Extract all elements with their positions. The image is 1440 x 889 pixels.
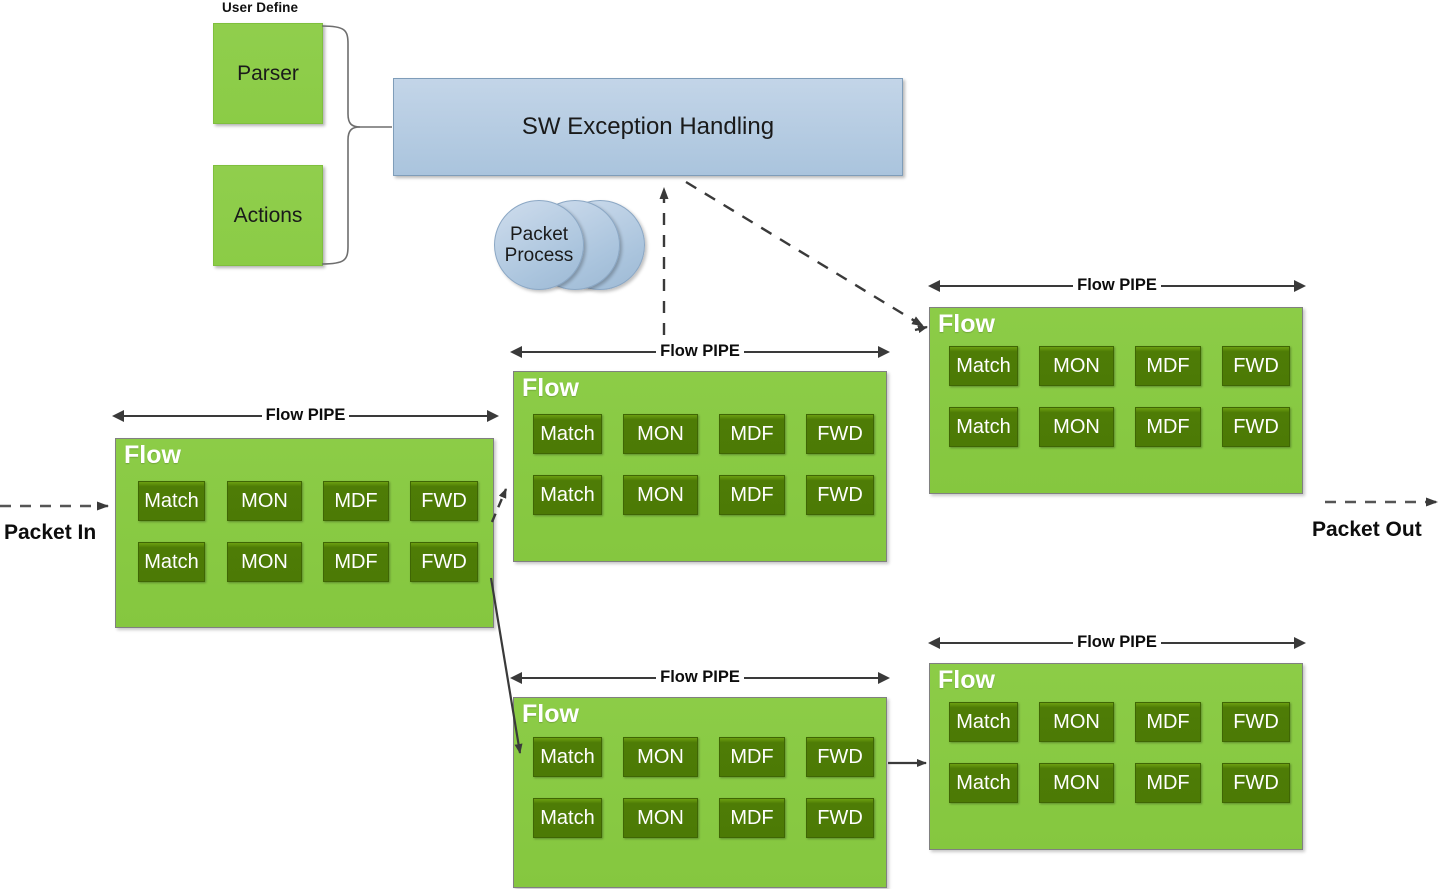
cell-match[interactable]: Match: [949, 763, 1018, 803]
cell-match[interactable]: Match: [138, 542, 205, 582]
parser-label: Parser: [237, 61, 299, 85]
flow-title: Flow: [938, 666, 995, 694]
flow-pipe-arrow-mid-bottom: Flow PIPE: [510, 666, 890, 690]
user-define-box-parser[interactable]: Parser: [213, 23, 323, 124]
cell-mon[interactable]: MON: [623, 414, 698, 454]
flow-title: Flow: [938, 310, 995, 338]
cell-mon[interactable]: MON: [623, 475, 698, 515]
flow-pipe-label: Flow PIPE: [261, 406, 350, 425]
arrow-head-right-icon: [1294, 637, 1306, 649]
flow-pipe-right-top[interactable]: Flow Match MON MDF FWD Match MON MDF FWD: [929, 307, 1303, 494]
flow-pipe-label: Flow PIPE: [656, 342, 744, 361]
cell-fwd[interactable]: FWD: [1222, 407, 1290, 447]
cell-mdf[interactable]: MDF: [1135, 346, 1201, 386]
arrow-head-right-icon: [878, 672, 890, 684]
packet-in-label: Packet In: [4, 521, 97, 544]
cell-fwd[interactable]: FWD: [1222, 346, 1290, 386]
arrow-head-left-icon: [112, 410, 124, 422]
user-define-label: User Define: [222, 0, 299, 15]
flow-pipe-mid-top[interactable]: Flow Match MON MDF FWD Match MON MDF FWD: [513, 371, 887, 562]
exception-down-arrow: [685, 180, 924, 328]
cell-match[interactable]: Match: [533, 475, 602, 515]
cell-match[interactable]: Match: [949, 346, 1018, 386]
flow-pipe-label: Flow PIPE: [1073, 276, 1161, 295]
cell-mon[interactable]: MON: [227, 542, 302, 582]
cell-fwd[interactable]: FWD: [806, 414, 874, 454]
cell-fwd[interactable]: FWD: [806, 737, 874, 777]
flow-pipe-label: Flow PIPE: [656, 668, 744, 687]
flow-title: Flow: [124, 441, 181, 469]
arrow-head-right-icon: [487, 410, 499, 422]
cell-fwd[interactable]: FWD: [806, 475, 874, 515]
cell-mon[interactable]: MON: [1039, 763, 1114, 803]
flow-pipe-arrow-right-top: Flow PIPE: [928, 274, 1306, 298]
cell-match[interactable]: Match: [533, 414, 602, 454]
flow-pipe-right-bottom[interactable]: Flow Match MON MDF FWD Match MON MDF FWD: [929, 663, 1303, 850]
cell-mdf[interactable]: MDF: [719, 737, 785, 777]
packet-process-line1: Packet: [509, 223, 569, 245]
arrow-head-left-icon: [928, 280, 940, 292]
cell-match[interactable]: Match: [138, 481, 205, 521]
actions-label: Actions: [233, 203, 303, 227]
user-define-box-actions[interactable]: Actions: [213, 165, 323, 266]
arrow-head-left-icon: [928, 637, 940, 649]
left-to-midtop-arrow: [490, 488, 508, 523]
cell-fwd[interactable]: FWD: [1222, 702, 1290, 742]
arrow-head-left-icon: [510, 346, 522, 358]
cell-mon[interactable]: MON: [227, 481, 302, 521]
cell-mdf[interactable]: MDF: [1135, 407, 1201, 447]
cell-mdf[interactable]: MDF: [719, 475, 785, 515]
cell-fwd[interactable]: FWD: [410, 542, 478, 582]
user-define-brace-icon: [321, 25, 392, 265]
cell-match[interactable]: Match: [533, 737, 602, 777]
cell-mon[interactable]: MON: [623, 737, 698, 777]
sw-exception-handling-label: SW Exception Handling: [521, 113, 775, 140]
cell-fwd[interactable]: FWD: [1222, 763, 1290, 803]
packet-process-circle-1[interactable]: Packet Process: [494, 200, 584, 290]
cell-mdf[interactable]: MDF: [1135, 763, 1201, 803]
flow-pipe-arrow-left: Flow PIPE: [112, 404, 499, 428]
flow-title: Flow: [522, 374, 579, 402]
cell-mdf[interactable]: MDF: [323, 542, 389, 582]
flow-pipe-label: Flow PIPE: [1073, 633, 1161, 652]
cell-mon[interactable]: MON: [1039, 702, 1114, 742]
rightop-entry-arrow: [914, 325, 928, 334]
cell-mon[interactable]: MON: [623, 798, 698, 838]
cell-match[interactable]: Match: [533, 798, 602, 838]
flow-pipe-mid-bottom[interactable]: Flow Match MON MDF FWD Match MON MDF FWD: [513, 697, 887, 888]
arrow-head-right-icon: [878, 346, 890, 358]
cell-match[interactable]: Match: [949, 702, 1018, 742]
cell-mon[interactable]: MON: [1039, 346, 1114, 386]
flow-pipe-arrow-right-bottom: Flow PIPE: [928, 631, 1306, 655]
packet-process-line2: Process: [504, 245, 574, 266]
cell-mdf[interactable]: MDF: [719, 798, 785, 838]
cell-mdf[interactable]: MDF: [323, 481, 389, 521]
cell-match[interactable]: Match: [949, 407, 1018, 447]
packet-out-label: Packet Out: [1312, 518, 1422, 541]
cell-mdf[interactable]: MDF: [719, 414, 785, 454]
cell-mon[interactable]: MON: [1039, 407, 1114, 447]
sw-exception-handling-box[interactable]: SW Exception Handling: [393, 78, 903, 176]
cell-fwd[interactable]: FWD: [410, 481, 478, 521]
flow-title: Flow: [522, 700, 579, 728]
cell-fwd[interactable]: FWD: [806, 798, 874, 838]
arrow-head-right-icon: [1294, 280, 1306, 292]
flow-pipe-left[interactable]: Flow Match MON MDF FWD Match MON MDF FWD: [115, 438, 494, 628]
cell-mdf[interactable]: MDF: [1135, 702, 1201, 742]
flow-pipe-arrow-mid-top: Flow PIPE: [510, 340, 890, 364]
